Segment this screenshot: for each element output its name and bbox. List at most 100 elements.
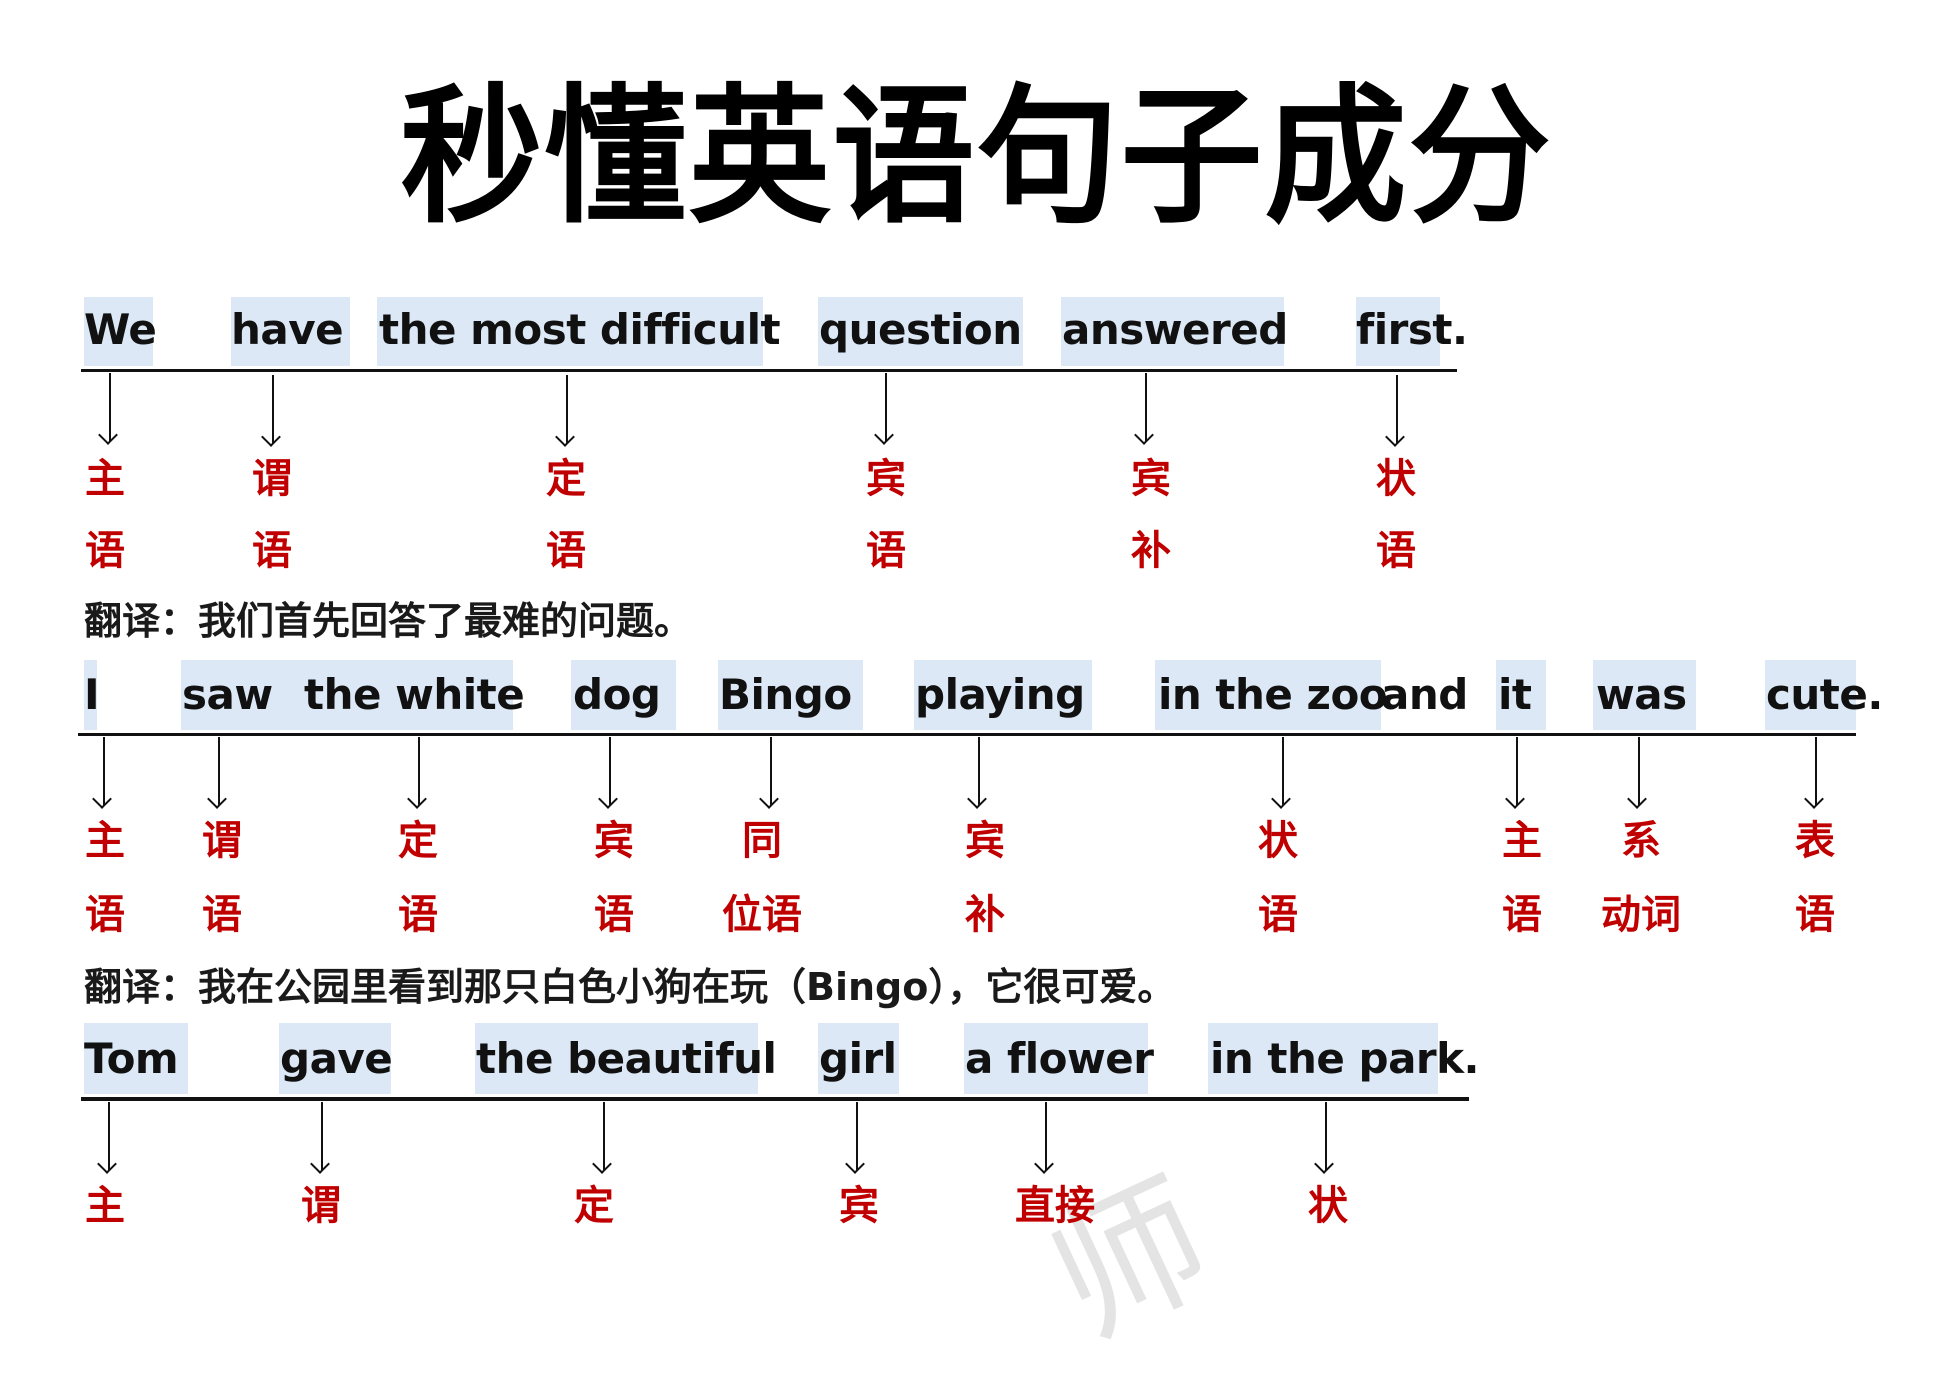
down-arrow-icon bbox=[1396, 375, 1398, 443]
word-dog: dog bbox=[573, 670, 661, 719]
label-adverbial: 状 bbox=[1376, 456, 1416, 502]
highlight-box bbox=[1765, 660, 1856, 730]
label-object-complement: 补 bbox=[1131, 528, 1171, 574]
highlight-box bbox=[1208, 1023, 1438, 1094]
down-arrow-icon bbox=[603, 1102, 605, 1170]
label-predicate: 语 bbox=[202, 892, 242, 938]
word-i: I bbox=[84, 670, 100, 719]
label-subject: 主 bbox=[85, 456, 125, 502]
down-arrow-icon bbox=[218, 737, 220, 805]
word-the-white: the white bbox=[304, 670, 525, 719]
word-and: and bbox=[1381, 670, 1468, 719]
label-linking-verb: 动词 bbox=[1601, 892, 1681, 938]
label-attribute: 语 bbox=[398, 892, 438, 938]
word-in-the-park: in the park. bbox=[1210, 1034, 1480, 1083]
label-predicative: 语 bbox=[1795, 892, 1835, 938]
word-tom: Tom bbox=[84, 1034, 179, 1083]
highlight-box bbox=[231, 297, 350, 366]
down-arrow-icon bbox=[418, 737, 420, 805]
label-object-complement: 宾 bbox=[965, 818, 1005, 864]
label-attribute: 定 bbox=[574, 1183, 614, 1229]
down-arrow-icon bbox=[1282, 737, 1284, 805]
word-have: have bbox=[231, 305, 344, 354]
down-arrow-icon bbox=[1815, 737, 1817, 805]
label-adverbial: 语 bbox=[1258, 892, 1298, 938]
down-arrow-icon bbox=[321, 1102, 323, 1170]
label-direct-object: 直接 bbox=[1015, 1183, 1095, 1229]
highlight-box bbox=[914, 660, 1092, 730]
down-arrow-icon bbox=[103, 737, 105, 805]
label-object: 语 bbox=[866, 528, 906, 574]
word-was: was bbox=[1596, 670, 1687, 719]
word-cute: cute. bbox=[1766, 670, 1883, 719]
label-object: 宾 bbox=[839, 1183, 879, 1229]
label-linking-verb: 系 bbox=[1621, 818, 1661, 864]
highlight-box bbox=[571, 660, 676, 730]
label-subject: 主 bbox=[85, 1183, 125, 1229]
label-object: 宾 bbox=[866, 456, 906, 502]
label-object: 宾 bbox=[594, 818, 634, 864]
label-object: 语 bbox=[594, 892, 634, 938]
word-answered: answered bbox=[1062, 305, 1288, 354]
word-bingo: Bingo bbox=[719, 670, 852, 719]
highlight-box bbox=[1593, 660, 1696, 730]
highlight-box bbox=[279, 1023, 391, 1094]
label-appositive: 位语 bbox=[722, 892, 802, 938]
sentence-underline bbox=[78, 733, 1856, 736]
down-arrow-icon bbox=[856, 1102, 858, 1170]
word-playing: playing bbox=[915, 670, 1085, 719]
label-predicate: 谓 bbox=[252, 456, 292, 502]
highlight-box bbox=[818, 297, 1023, 366]
highlight-box bbox=[475, 1023, 758, 1094]
word-gave: gave bbox=[280, 1034, 393, 1083]
word-first: first. bbox=[1356, 305, 1468, 354]
down-arrow-icon bbox=[1516, 737, 1518, 805]
highlight-box bbox=[84, 660, 97, 730]
highlight-box bbox=[1155, 660, 1381, 730]
label-subject: 主 bbox=[1502, 818, 1542, 864]
highlight-box bbox=[718, 660, 863, 730]
highlight-box bbox=[964, 1023, 1148, 1094]
down-arrow-icon bbox=[1638, 737, 1640, 805]
word-it: it bbox=[1498, 670, 1532, 719]
down-arrow-icon bbox=[566, 375, 568, 443]
translation-2: 翻译：我在公园里看到那只白色小狗在玩（Bingo），它很可爱。 bbox=[84, 965, 1176, 1009]
label-object-complement: 宾 bbox=[1131, 456, 1171, 502]
highlight-box bbox=[1496, 660, 1546, 730]
down-arrow-icon bbox=[885, 373, 887, 441]
highlight-box bbox=[818, 1023, 899, 1094]
label-adverbial: 语 bbox=[1376, 528, 1416, 574]
sentence-underline bbox=[81, 369, 1457, 372]
word-question: question bbox=[819, 305, 1022, 354]
label-subject: 语 bbox=[85, 528, 125, 574]
down-arrow-icon bbox=[108, 1102, 110, 1170]
label-subject: 主 bbox=[85, 818, 125, 864]
highlight-box bbox=[1061, 297, 1284, 366]
label-attribute: 语 bbox=[546, 528, 586, 574]
label-attribute: 定 bbox=[546, 456, 586, 502]
label-predicate: 谓 bbox=[301, 1183, 341, 1229]
highlight-box bbox=[377, 297, 763, 366]
word-girl: girl bbox=[819, 1034, 897, 1083]
highlight-box bbox=[84, 297, 153, 366]
label-predicate: 谓 bbox=[202, 818, 242, 864]
down-arrow-icon bbox=[770, 737, 772, 805]
word-we: We bbox=[84, 305, 157, 354]
down-arrow-icon bbox=[1145, 373, 1147, 441]
label-adverbial: 状 bbox=[1258, 818, 1298, 864]
highlight-box bbox=[84, 1023, 188, 1094]
label-subject: 语 bbox=[1502, 892, 1542, 938]
label-attribute: 定 bbox=[398, 818, 438, 864]
word-in-the-zoo: in the zoo bbox=[1158, 670, 1388, 719]
label-appositive: 同 bbox=[742, 818, 782, 864]
label-subject: 语 bbox=[85, 892, 125, 938]
sentence-underline bbox=[81, 1097, 1469, 1101]
highlight-box bbox=[181, 660, 513, 730]
page-title: 秒懂英语句子成分 bbox=[400, 70, 1553, 245]
down-arrow-icon bbox=[609, 737, 611, 805]
word-a-flower: a flower bbox=[965, 1034, 1154, 1083]
word-saw: saw bbox=[182, 670, 273, 719]
word-the-most-difficult: the most difficult bbox=[379, 305, 781, 354]
label-object-complement: 补 bbox=[965, 892, 1005, 938]
label-adverbial: 状 bbox=[1308, 1183, 1348, 1229]
